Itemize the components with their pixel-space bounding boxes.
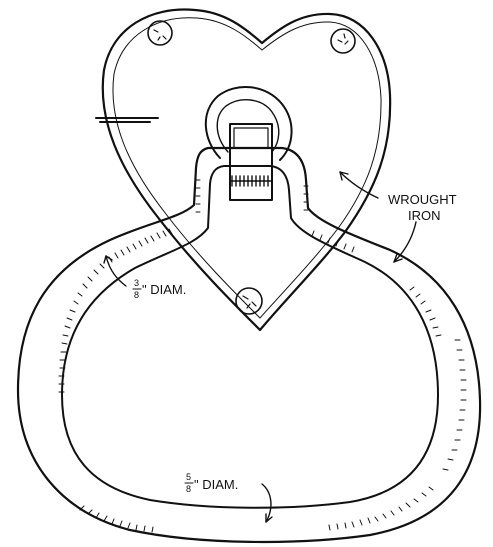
wrought-iron-leader-arrow-icon: [339, 171, 417, 263]
outer-diameter-leader-arrow-icon: [261, 483, 273, 523]
hammer-marks-stem: [195, 179, 309, 213]
pivot-loop-inner: [216, 99, 280, 153]
outer-diameter-suffix: " DIAM.: [194, 477, 238, 492]
nail-head-bottom-icon: [235, 287, 263, 315]
ring-inner-outline: [61, 165, 439, 509]
hammer-marks-bottom: [79, 486, 434, 533]
hinge-block: [229, 123, 273, 201]
hammer-marks-right: [311, 230, 467, 471]
reference-stroke: [95, 117, 159, 123]
pivot-loop: [204, 85, 293, 161]
nail-head-top-right-icon: [330, 28, 356, 54]
heart-backplate: [101, 8, 392, 332]
ring-outer-outline: [16, 146, 482, 544]
material-label-line1: WROUGHT: [388, 192, 457, 207]
inner-diameter-numerator: 3: [134, 278, 139, 288]
outer-diameter-label: 5 8 " DIAM.: [184, 472, 238, 494]
outer-diameter-denominator: 8: [186, 484, 191, 494]
inner-diameter-suffix: " DIAM.: [142, 282, 186, 297]
nail-head-top-left-icon: [147, 20, 173, 46]
hammer-marks-left: [58, 228, 173, 393]
inner-diameter-leader-arrow-icon: [103, 255, 127, 287]
material-label-line2: IRON: [408, 208, 441, 223]
inner-diameter-denominator: 8: [134, 290, 139, 300]
outer-diameter-numerator: 5: [186, 472, 191, 482]
inner-diameter-label: 3 8 " DIAM.: [132, 278, 186, 300]
heart-backplate-inner-edge: [112, 17, 382, 319]
